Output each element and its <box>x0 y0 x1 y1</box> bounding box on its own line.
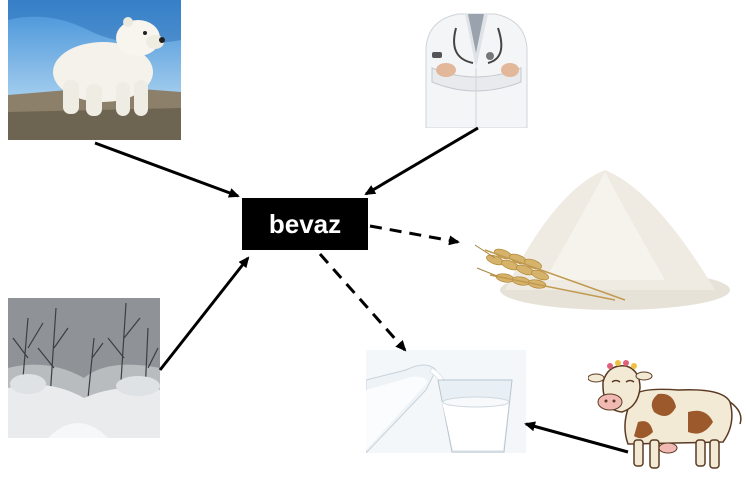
center-word-box: bevaz <box>242 198 368 250</box>
arrow-word-to-flour <box>370 226 458 242</box>
center-word: bevaz <box>269 209 341 240</box>
arrow-cow-to-milk <box>526 424 628 452</box>
arrow-bear-to-word <box>95 143 238 196</box>
arrow-doctor-to-word <box>366 128 478 194</box>
arrow-word-to-milk <box>320 254 405 350</box>
arrow-snow-to-word <box>160 258 248 370</box>
